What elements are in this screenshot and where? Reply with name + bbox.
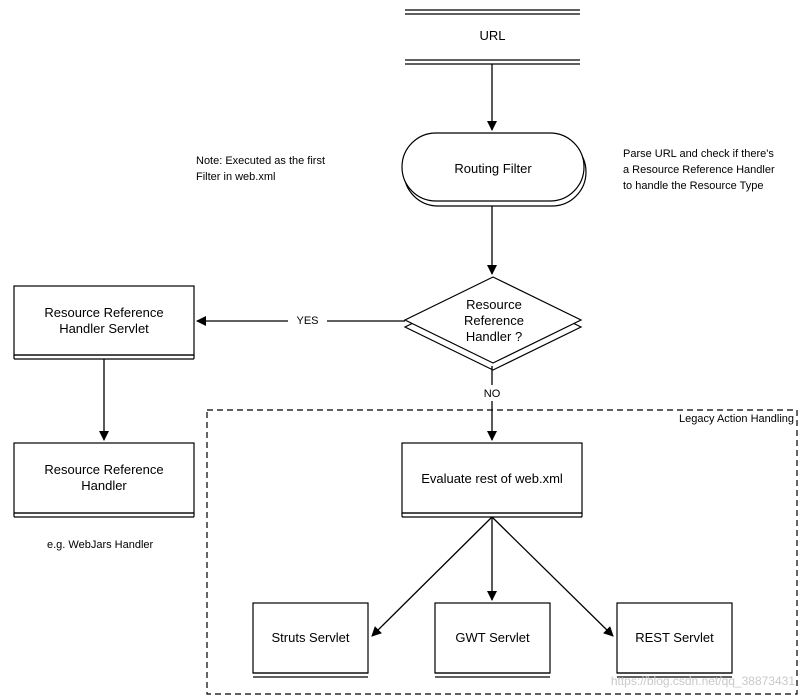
yes-edge-label: YES xyxy=(296,315,319,327)
gwt-shape xyxy=(434,602,551,678)
decision-label: Resource Reference Handler ? xyxy=(464,297,524,344)
gwt-label: GWT Servlet xyxy=(455,630,530,645)
decision-diamond-shape xyxy=(403,276,583,371)
legacy-group-boundary xyxy=(206,409,798,695)
evaluate-label: Evaluate rest of web.xml xyxy=(421,471,563,486)
parse-annotation: Parse URL and check if there's a Resourc… xyxy=(623,146,798,194)
parse-line-3: to handle the Resource Type xyxy=(623,180,764,192)
no-edge-label: NO xyxy=(483,388,501,400)
struts-label: Struts Servlet xyxy=(271,630,350,645)
rest-label: REST Servlet xyxy=(635,630,714,645)
edge-evaluate-to-struts xyxy=(371,516,493,637)
url-node-label: URL xyxy=(479,28,506,43)
parse-line-2: a Resource Reference Handler xyxy=(623,164,775,176)
rr-handler-label: Resource Reference Handler xyxy=(44,462,164,493)
note-line-1: Note: Executed as the first xyxy=(196,155,326,167)
routing-filter-label: Routing Filter xyxy=(454,161,532,176)
example-annotation: e.g. WebJars Handler xyxy=(47,539,154,551)
rr-servlet-shape xyxy=(13,285,195,360)
rr-servlet-label: Resource Reference Handler Servlet xyxy=(44,305,164,336)
edge-evaluate-to-rest xyxy=(491,516,614,637)
legacy-group-label: Legacy Action Handling xyxy=(679,413,794,425)
rest-shape xyxy=(616,602,733,678)
watermark-text: https://blog.csdn.net/qq_38873431 xyxy=(610,674,795,688)
note-annotation: Note: Executed as the first Filter in we… xyxy=(196,153,386,185)
routing-filter-shape xyxy=(401,132,587,207)
rr-handler-shape xyxy=(13,442,195,518)
note-line-2: Filter in web.xml xyxy=(196,171,276,183)
parse-line-1: Parse URL and check if there's xyxy=(623,148,774,160)
struts-shape xyxy=(252,602,369,678)
